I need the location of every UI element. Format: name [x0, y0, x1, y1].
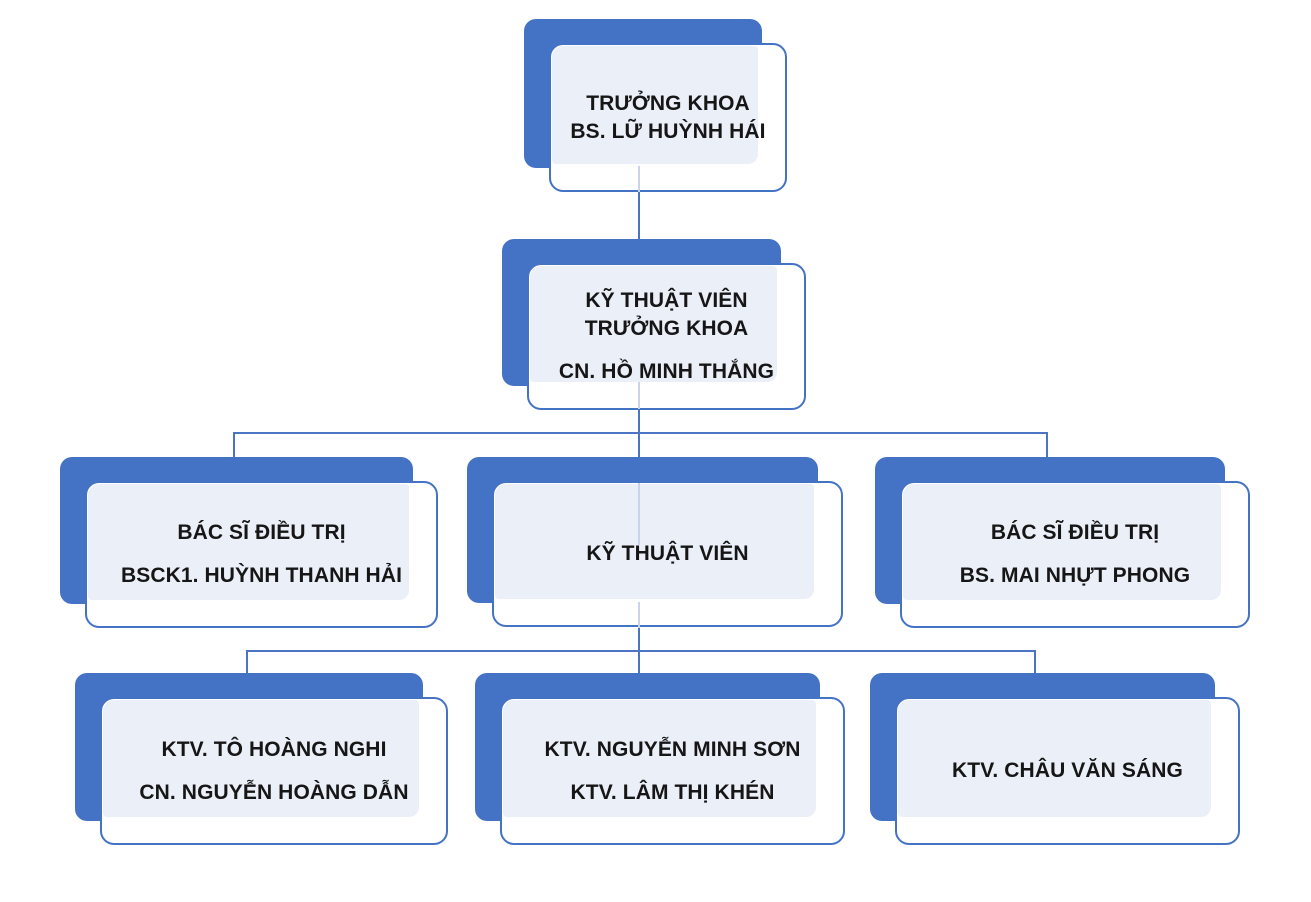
node-label: BÁC SĨ ĐIỀU TRỊ BS. MAI NHỰT PHONG	[954, 519, 1196, 590]
node-card: BÁC SĨ ĐIỀU TRỊ BS. MAI NHỰT PHONG	[900, 481, 1250, 628]
node-person: CN. NGUYỄN HOÀNG DẪN	[139, 780, 409, 804]
node-tint	[495, 484, 814, 599]
connector-l4-drop-right	[1034, 650, 1036, 674]
node-person: KTV. NGUYỄN MINH SƠN	[544, 737, 801, 761]
node-card: KTV. CHÂU VĂN SÁNG	[895, 697, 1240, 845]
org-node-ktv-group-1: KTV. TÔ HOÀNG NGHI CN. NGUYỄN HOÀNG DẪN	[75, 673, 448, 845]
connector-l2-inner	[638, 382, 640, 409]
node-card: KỸ THUẬT VIÊN	[492, 481, 843, 627]
node-label: TRƯỞNG KHOA BS. LỮ HUỲNH HÁI	[564, 90, 771, 146]
node-role: KỸ THUẬT VIÊN	[586, 542, 749, 565]
org-node-ktv-truong-khoa: KỸ THUẬT VIÊN TRƯỞNG KHOA CN. HỒ MINH TH…	[502, 239, 806, 410]
org-node-bac-si-dieu-tri-2: BÁC SĨ ĐIỀU TRỊ BS. MAI NHỰT PHONG	[875, 457, 1250, 628]
node-label: KỸ THUẬT VIÊN TRƯỞNG KHOA CN. HỒ MINH TH…	[553, 287, 780, 386]
node-tint	[103, 700, 419, 817]
connector-l4-bus	[246, 650, 1036, 652]
node-person: KTV. LÂM THỊ KHÉN	[570, 780, 775, 804]
org-node-ktv-group-3: KTV. CHÂU VĂN SÁNG	[870, 673, 1240, 845]
connector-l3-mid-inner-top	[638, 483, 640, 545]
node-person: BS. LỮ HUỲNH HÁI	[570, 119, 766, 143]
connector-l1-inner	[638, 166, 640, 192]
connector-l4-drop-left	[246, 650, 248, 674]
node-tint	[898, 700, 1211, 817]
node-label: BÁC SĨ ĐIỀU TRỊ BSCK1. HUỲNH THANH HẢI	[115, 519, 408, 590]
connector-l3-mid-inner-bottom	[638, 602, 640, 628]
node-label: KTV. TÔ HOÀNG NGHI CN. NGUYỄN HOÀNG DẪN	[133, 736, 414, 807]
node-person: BS. MAI NHỰT PHONG	[959, 564, 1191, 587]
connector-l3-drop-mid	[638, 432, 640, 460]
connector-l3-bus	[233, 432, 1048, 434]
node-tint	[552, 46, 758, 164]
org-node-ktv-group-2: KTV. NGUYỄN MINH SƠN KTV. LÂM THỊ KHÉN	[475, 673, 845, 845]
node-person: CN. HỒ MINH THẮNG	[558, 360, 775, 383]
node-tint	[503, 700, 816, 817]
connector-l4-drop-mid	[638, 650, 640, 673]
node-card: KỸ THUẬT VIÊN TRƯỞNG KHOA CN. HỒ MINH TH…	[527, 263, 806, 410]
node-label: KTV. NGUYỄN MINH SƠN KTV. LÂM THỊ KHÉN	[539, 736, 807, 807]
node-label: KTV. CHÂU VĂN SÁNG	[946, 757, 1189, 785]
node-card: BÁC SĨ ĐIỀU TRỊ BSCK1. HUỲNH THANH HẢI	[85, 481, 438, 628]
node-tint	[903, 484, 1221, 600]
node-role: TRƯỞNG KHOA	[586, 91, 750, 115]
node-role: TRƯỞNG KHOA	[584, 317, 749, 340]
node-tint	[530, 266, 777, 382]
node-card: KTV. TÔ HOÀNG NGHI CN. NGUYỄN HOÀNG DẪN	[100, 697, 448, 845]
node-role: KỸ THUẬT VIÊN	[585, 289, 748, 312]
org-node-bac-si-dieu-tri-1: BÁC SĨ ĐIỀU TRỊ BSCK1. HUỲNH THANH HẢI	[60, 457, 438, 628]
connector-l2-stem	[638, 409, 640, 435]
node-tint	[88, 484, 409, 600]
org-node-truong-khoa: TRƯỞNG KHOA BS. LỮ HUỲNH HÁI	[524, 19, 787, 192]
node-person: KTV. TÔ HOÀNG NGHI	[161, 737, 387, 761]
node-label: KỸ THUẬT VIÊN	[580, 540, 754, 568]
node-role: BÁC SĨ ĐIỀU TRỊ	[177, 521, 346, 544]
org-node-ky-thuat-vien: KỸ THUẬT VIÊN	[467, 457, 843, 627]
node-person: BSCK1. HUỲNH THANH HẢI	[120, 564, 403, 587]
connector-l3-stem	[638, 626, 640, 653]
connector-l3-drop-left	[233, 432, 235, 459]
connector-l1-l2	[638, 191, 640, 241]
node-card: TRƯỞNG KHOA BS. LỮ HUỲNH HÁI	[549, 43, 787, 192]
connector-l3-drop-right	[1046, 432, 1048, 459]
node-role: BÁC SĨ ĐIỀU TRỊ	[990, 521, 1160, 544]
node-card: KTV. NGUYỄN MINH SƠN KTV. LÂM THỊ KHÉN	[500, 697, 845, 845]
node-person: KTV. CHÂU VĂN SÁNG	[952, 759, 1183, 782]
